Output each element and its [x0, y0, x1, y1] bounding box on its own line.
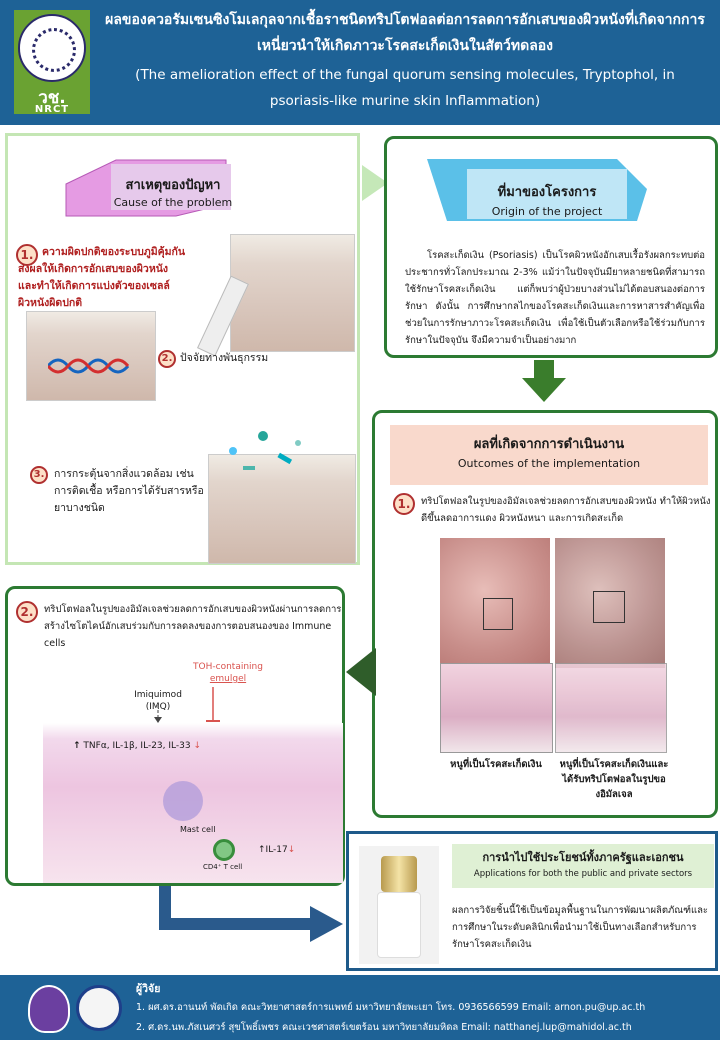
- title-th-line1: ผลของควอรัมเซนซิงโมเลกุลจากเชื้อราชนิดทร…: [105, 12, 705, 28]
- arrow-to-applications: [159, 886, 343, 942]
- mouse-skin-photo-treated: [555, 538, 665, 668]
- cause-item-2-text: ปัจจัยทางพันธุกรรม: [180, 352, 269, 364]
- cause-num-3: 3.: [30, 466, 48, 484]
- origin-panel: ที่มาของโครงการ Origin of the project โร…: [384, 136, 718, 358]
- mechanism-text: ทริปโตฟอลในรูปของอิมัลเจลช่วยลดการอักเสบ…: [44, 604, 342, 649]
- skin-illustration-3: [208, 454, 356, 564]
- toh-label-2: emulgel: [209, 674, 247, 684]
- mast-cell-icon: [163, 781, 203, 821]
- histology-psoriasis: [440, 663, 553, 753]
- cause-item-1-text: ความผิดปกติของระบบภูมิคุ้มกัน ส่งผลให้เก…: [18, 246, 186, 309]
- outcomes-num-1: 1.: [393, 493, 415, 515]
- applications-heading-en: Applications for both the public and pri…: [473, 869, 693, 879]
- researcher-2: 2. ศ.ดร.นพ.ภัสเนศวร์ สุขโพธิ์เพชร คณะเวช…: [136, 1022, 632, 1033]
- cause-heading-ribbon: [65, 159, 231, 217]
- histology-treated: [555, 663, 667, 753]
- outcomes-panel: ผลที่เกิดจากการดำเนินงาน Outcomes of the…: [372, 410, 718, 818]
- skin-illustration-1: [230, 234, 355, 352]
- up-university-logo: [28, 985, 70, 1033]
- imq-label-1: Imiquimod: [134, 690, 182, 700]
- caption-psoriasis: หนูที่เป็นโรคสะเก็ดเงิน: [450, 759, 542, 770]
- arrow-to-outcomes: [522, 360, 566, 402]
- cause-panel: สาเหตุของปัญหา Cause of the problem 1. ค…: [5, 133, 360, 565]
- arrow-to-origin: [362, 165, 388, 201]
- cause-item-3-text: การกระตุ้นจากสิ่งแวดล้อม เช่นการติดเชื้อ…: [54, 468, 204, 514]
- cause-heading-en: Cause of the problem: [113, 196, 233, 209]
- cytokine-list: TNFα, IL-1β, IL-23, IL-33: [83, 741, 191, 751]
- nrct-logo: วช. NRCT: [14, 10, 90, 115]
- footer: ผู้วิจัย 1. ผศ.ดร.อานนท์ พัดเกิด คณะวิทย…: [0, 975, 720, 1040]
- caption-treated: หนูที่เป็นโรคสะเก็ดเงินและได้รับทริปโตฟอ…: [559, 759, 669, 800]
- logo-emblem-icon: [18, 14, 86, 82]
- logo-text-th: วช.: [38, 88, 66, 108]
- header-banner: วช. NRCT ผลของควอรัมเซนซิงโมเลกุลจากเชื้…: [0, 0, 720, 125]
- dna-icon: [48, 358, 130, 374]
- applications-body: ผลการวิจัยชิ้นนี้ใช้เป็นข้อมูลพื้นฐานในก…: [452, 905, 709, 950]
- skin-illustration-2: [26, 311, 156, 401]
- origin-heading-ribbon: [427, 159, 647, 221]
- t-cell-icon: [213, 839, 235, 861]
- origin-heading-th: ที่มาของโครงการ: [497, 185, 597, 200]
- mahidol-university-logo: [76, 985, 122, 1031]
- il17-label: IL-17: [265, 845, 288, 855]
- cause-num-1: 1.: [16, 244, 38, 266]
- applications-heading-box: [452, 844, 714, 888]
- title-en-line2: psoriasis-like murine skin Inflammation): [269, 93, 541, 109]
- researcher-label: ผู้วิจัย: [136, 983, 161, 995]
- cd4-label: CD4⁺ T cell: [203, 863, 243, 871]
- product-bottle-image: [359, 846, 439, 964]
- mast-cell-label: Mast cell: [180, 825, 216, 834]
- pathogen-icon: [229, 431, 301, 470]
- mouse-skin-photo-psoriasis: [440, 538, 550, 668]
- origin-heading-en: Origin of the project: [491, 205, 603, 218]
- title-th-line2: เหนี่ยวนำให้เกิดภาวะโรคสะเก็ดเงินในสัตว์…: [256, 38, 554, 54]
- arrow-to-mechanism: [346, 648, 376, 696]
- toh-label-1: TOH-containing: [193, 662, 263, 672]
- cause-num-2: 2.: [158, 350, 176, 368]
- researcher-1: 1. ผศ.ดร.อานนท์ พัดเกิด คณะวิทยาศาสตร์กา…: [136, 1002, 646, 1013]
- cause-heading-th: สาเหตุของปัญหา: [125, 178, 221, 193]
- applications-heading-th: การนำไปใช้ประโยชน์ทั้งภาครัฐและเอกชน: [482, 851, 684, 864]
- outcomes-heading-en: Outcomes of the implementation: [457, 457, 641, 470]
- outcomes-heading-box: [390, 425, 708, 485]
- treatment-arrows: [154, 687, 220, 723]
- title-en-line1: (The amelioration effect of the fungal q…: [135, 67, 675, 83]
- mechanism-num: 2.: [16, 601, 38, 623]
- origin-body: โรคสะเก็ดเงิน (Psoriasis) เป็นโรคผิวหนัง…: [405, 250, 705, 346]
- outcomes-item1-text: ทริปโตฟอลในรูปของอิมัลเจลช่วยลดการอักเสบ…: [421, 496, 711, 524]
- outcomes-heading-th: ผลที่เกิดจากการดำเนินงาน: [473, 437, 625, 452]
- mechanism-panel: 2. ทริปโตฟอลในรูปของอิมัลเจลช่วยลดการอัก…: [5, 586, 345, 886]
- applications-panel: การนำไปใช้ประโยชน์ทั้งภาครัฐและเอกชน App…: [346, 831, 718, 971]
- logo-text-en: NRCT: [34, 104, 70, 115]
